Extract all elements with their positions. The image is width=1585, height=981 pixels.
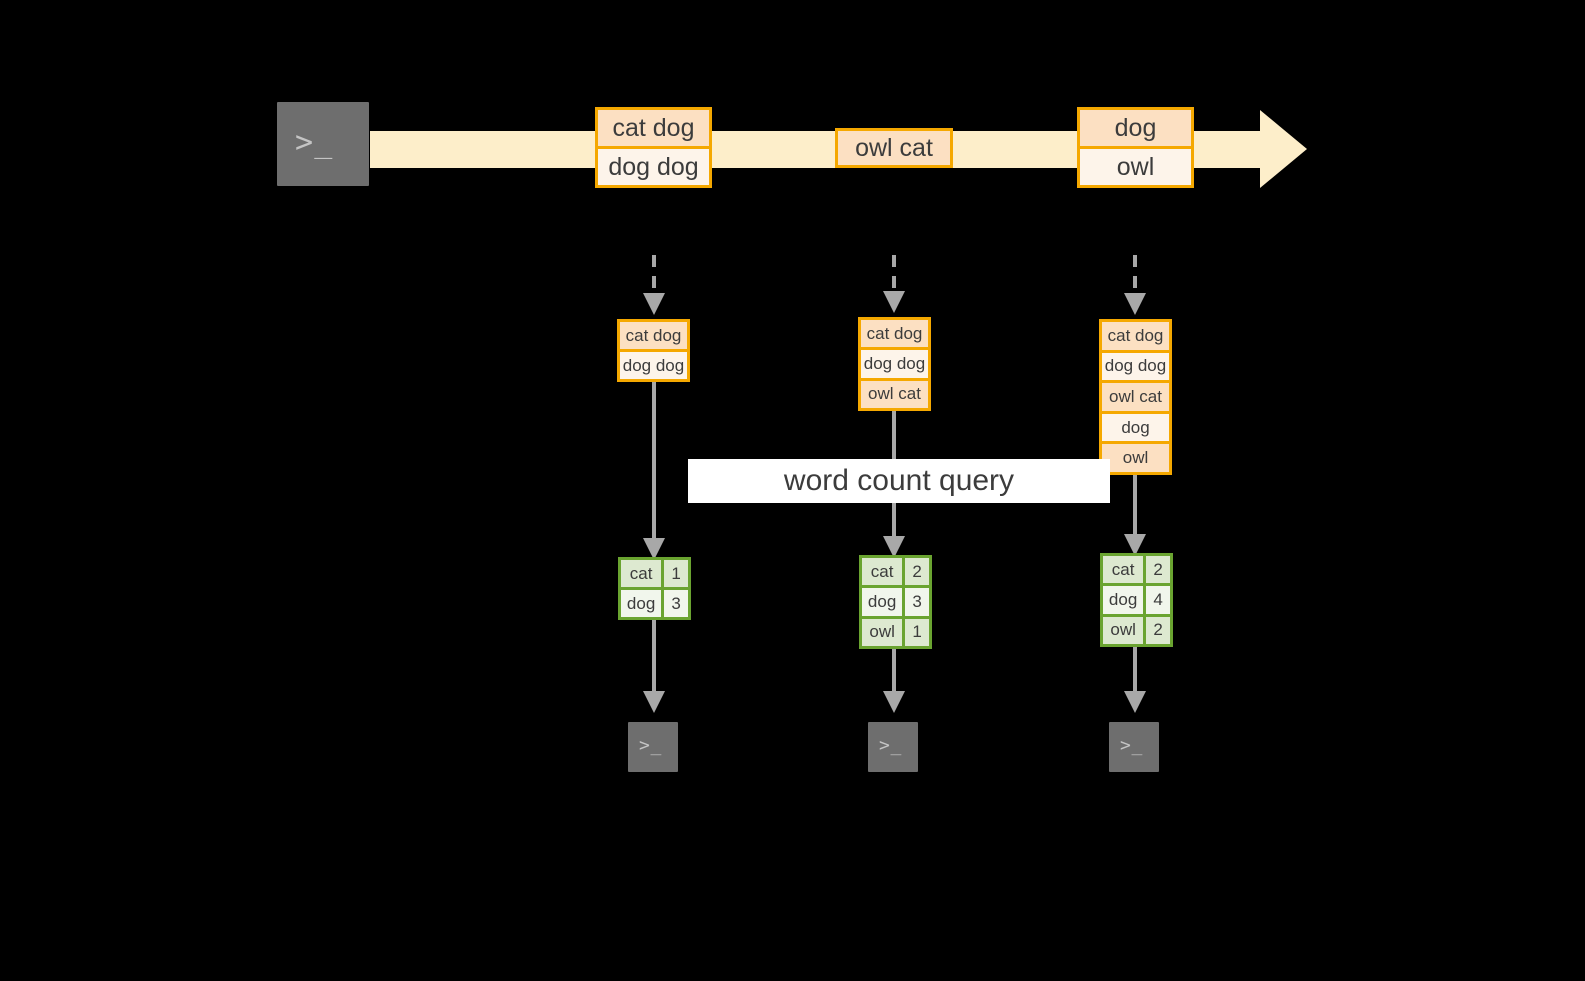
query-arrow-head-2	[883, 536, 905, 558]
result-count: 1	[661, 560, 688, 587]
result-table-3: cat 2 dog 4 owl 2	[1100, 553, 1173, 647]
table-row: dog 4	[1103, 583, 1170, 614]
output-arrow-head-2	[883, 691, 905, 713]
log-line: cat dog	[1102, 322, 1169, 350]
terminal-body	[1109, 722, 1159, 772]
result-count: 2	[1143, 556, 1170, 584]
snapshot-trigger-dashed-line-1	[652, 255, 656, 295]
log-line: owl	[1102, 441, 1169, 472]
result-count: 2	[902, 558, 929, 586]
log-line: dog dog	[1102, 349, 1169, 381]
output-arrow-line-2	[892, 649, 896, 695]
log-line: dog dog	[620, 349, 687, 379]
log-line: cat dog	[620, 322, 687, 349]
result-word: dog	[867, 591, 897, 611]
result-word: owl	[869, 622, 895, 642]
stream-record-3: dog owl	[1077, 107, 1194, 188]
table-row: cat 2	[1103, 556, 1170, 584]
stream-record-line: owl	[1080, 146, 1191, 185]
output-arrow-head-3	[1124, 691, 1146, 713]
result-count: 3	[661, 590, 688, 617]
terminal-prompt-glyph: >_	[295, 125, 334, 160]
snapshot-trigger-dashed-line-2	[892, 255, 896, 293]
table-row: owl 1	[862, 615, 929, 646]
stream-record-1: cat dog dog dog	[595, 107, 712, 188]
producer-terminal-icon: >_	[268, 93, 378, 195]
stream-record-line: dog dog	[598, 146, 709, 185]
snapshot-2-log: cat dog dog dog owl cat	[858, 317, 931, 411]
result-count: 1	[902, 618, 929, 646]
snapshot-3-log: cat dog dog dog owl cat dog owl	[1099, 319, 1172, 475]
result-word: cat	[629, 563, 653, 583]
terminal-body	[277, 102, 369, 186]
table-row: cat 1	[621, 560, 688, 587]
snapshot-trigger-dashed-line-3	[1133, 255, 1137, 295]
log-line: dog dog	[861, 347, 928, 378]
log-line: owl cat	[861, 377, 928, 408]
query-label: word count query	[688, 459, 1110, 503]
snapshot-1-log: cat dog dog dog	[617, 319, 690, 382]
result-word: owl	[1110, 620, 1136, 640]
query-arrow-head-1	[643, 538, 665, 560]
result-word: dog	[1108, 589, 1138, 609]
result-count: 3	[902, 588, 929, 616]
query-arrow-line-3	[1133, 475, 1137, 538]
snapshot-trigger-arrow-head-2	[883, 291, 905, 313]
stream-record-line: owl cat	[838, 131, 950, 165]
output-arrow-line-1	[652, 620, 656, 695]
terminal-prompt-glyph: >_	[1120, 735, 1144, 756]
snapshot-trigger-arrow-head-3	[1124, 293, 1146, 315]
consumer-terminal-icon-3: >_	[1100, 713, 1168, 781]
terminal-prompt-glyph: >_	[879, 735, 903, 756]
result-table-2: cat 2 dog 3 owl 1	[859, 555, 932, 649]
terminal-body	[628, 722, 678, 772]
log-line: cat dog	[861, 320, 928, 348]
result-word: cat	[1111, 559, 1135, 579]
consumer-terminal-icon-2: >_	[859, 713, 927, 781]
table-row: dog 3	[621, 587, 688, 617]
result-count: 2	[1143, 616, 1170, 644]
terminal-prompt-glyph: >_	[639, 735, 663, 756]
log-line: owl cat	[1102, 380, 1169, 411]
consumer-terminal-icon-1: >_	[619, 713, 687, 781]
result-word: dog	[626, 593, 656, 613]
table-row: dog 3	[862, 585, 929, 616]
result-word: cat	[870, 561, 894, 581]
stream-record-2: owl cat	[835, 128, 953, 168]
event-stream-arrow-head	[1260, 110, 1307, 188]
stream-record-line: cat dog	[598, 110, 709, 146]
terminal-body	[868, 722, 918, 772]
output-arrow-line-3	[1133, 647, 1137, 695]
result-count: 4	[1143, 586, 1170, 614]
table-row: owl 2	[1103, 613, 1170, 644]
output-arrow-head-1	[643, 691, 665, 713]
stream-record-line: dog	[1080, 110, 1191, 146]
table-row: cat 2	[862, 558, 929, 586]
snapshot-trigger-arrow-head-1	[643, 293, 665, 315]
query-arrow-head-3	[1124, 534, 1146, 556]
result-table-1: cat 1 dog 3	[618, 557, 691, 620]
log-line: dog	[1102, 410, 1169, 442]
query-arrow-line-1	[652, 382, 656, 542]
